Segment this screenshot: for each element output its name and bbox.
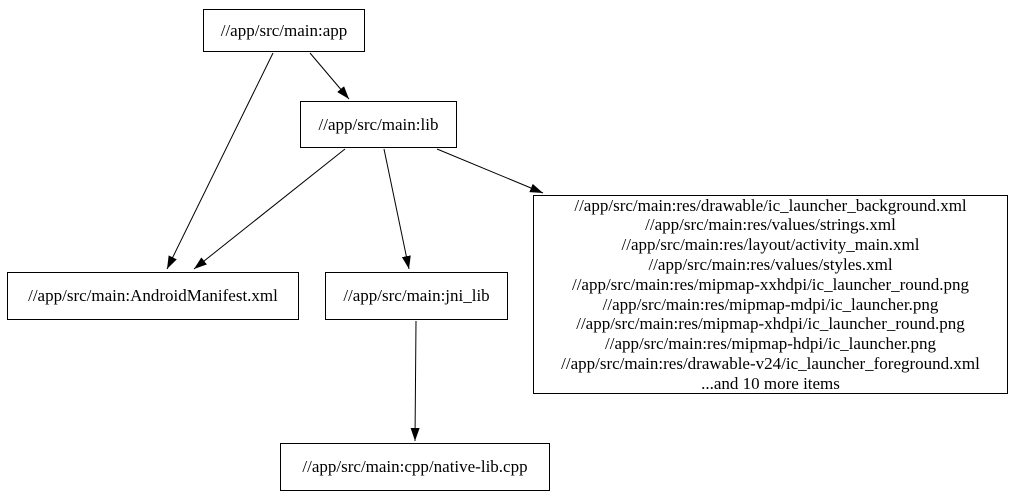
res-file-line: //app/src/main:res/drawable-v24/ic_launc… <box>561 353 980 373</box>
edge-lib-to-jni-lib <box>383 148 411 270</box>
edge-app-to-manifest <box>166 52 274 270</box>
res-file-line: //app/src/main:res/values/styles.xml <box>648 254 893 274</box>
res-file-line: //app/src/main:res/drawable/ic_launcher_… <box>574 195 967 215</box>
node-jni-lib-label: //app/src/main:jni_lib <box>343 286 490 306</box>
node-native-lib-cpp: //app/src/main:cpp/native-lib.cpp <box>280 443 550 491</box>
edge-app-to-lib <box>309 52 350 100</box>
node-jni-lib: //app/src/main:jni_lib <box>325 272 508 320</box>
edge-lib-to-manifest <box>193 148 346 270</box>
node-lib-label: //app/src/main:lib <box>318 114 439 134</box>
node-res-files: //app/src/main:res/drawable/ic_launcher_… <box>533 195 1008 394</box>
res-file-line: //app/src/main:res/layout/activity_main.… <box>621 235 920 255</box>
node-app-label: //app/src/main:app <box>220 20 348 40</box>
edge-lib-to-res-files <box>436 148 544 194</box>
node-native-lib-cpp-label: //app/src/main:cpp/native-lib.cpp <box>302 457 528 477</box>
res-file-line: //app/src/main:res/values/strings.xml <box>645 215 896 235</box>
res-file-line: //app/src/main:res/mipmap-hdpi/ic_launch… <box>605 334 936 354</box>
res-file-line: //app/src/main:res/mipmap-xxhdpi/ic_laun… <box>571 274 970 294</box>
node-lib: //app/src/main:lib <box>300 101 457 148</box>
res-file-line: //app/src/main:res/mipmap-xhdpi/ic_launc… <box>576 314 965 334</box>
node-android-manifest: //app/src/main:AndroidManifest.xml <box>7 272 299 320</box>
res-more-items-line: ...and 10 more items <box>701 373 840 393</box>
edge-jni-lib-to-native-lib <box>410 320 420 442</box>
node-app: //app/src/main:app <box>203 9 365 52</box>
res-file-line: //app/src/main:res/mipmap-mdpi/ic_launch… <box>602 294 939 314</box>
node-android-manifest-label: //app/src/main:AndroidManifest.xml <box>28 286 278 306</box>
